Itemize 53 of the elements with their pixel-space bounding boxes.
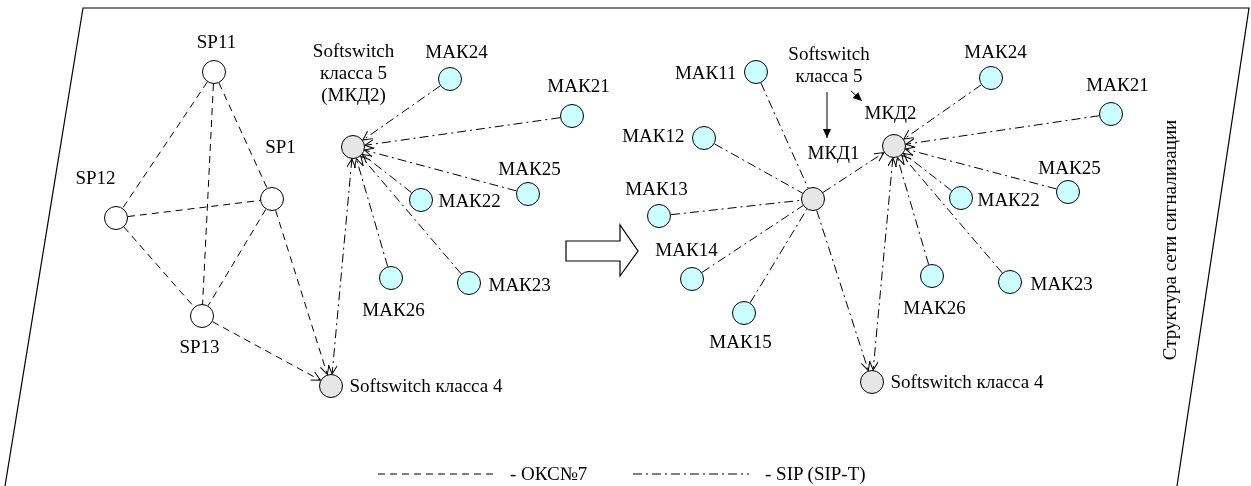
node-label: МАК21 (1086, 73, 1149, 96)
connector-line (903, 152, 952, 192)
vertical-caption: Структура сети сигнализации (1157, 119, 1181, 361)
connector-line (218, 82, 268, 189)
legend-text: - ОКС№7 (510, 462, 588, 486)
connector-line (816, 209, 871, 372)
node-label: МКД1 (807, 141, 860, 164)
legend-text: - SIP (SIP-T) (765, 462, 866, 486)
connector-line (905, 146, 1057, 190)
connector-line (354, 158, 389, 267)
node-label: МАК25 (1038, 156, 1101, 179)
node-label: МАК23 (488, 273, 551, 296)
node-label: Softswitch класса 4 (349, 374, 503, 397)
connector-line (127, 199, 261, 218)
node-label: МАК15 (709, 330, 772, 353)
connector-line (905, 115, 1100, 148)
node-label: МАК22 (438, 189, 501, 212)
node-label: МАК21 (547, 74, 610, 97)
node-label: Softswitch класса 5 (МКД2) (311, 39, 396, 106)
node-label: SP11 (196, 30, 237, 53)
connector-line (361, 153, 413, 194)
connector-line (364, 147, 517, 192)
connector-line (327, 158, 357, 375)
node-label: МАК11 (674, 61, 737, 84)
leader-arrow (823, 91, 831, 139)
node-label: SP13 (179, 335, 220, 358)
connector-line (275, 209, 330, 376)
node-label: МАК25 (498, 157, 561, 180)
node-label: МАК26 (903, 296, 966, 319)
connector-line (670, 199, 802, 216)
node-label: МАК14 (655, 238, 718, 261)
node-label: МАК24 (964, 40, 1027, 63)
node-label: SP12 (75, 166, 116, 189)
node-label: МАК26 (362, 298, 425, 321)
connector-line (202, 83, 214, 305)
leader-arrow (850, 90, 863, 102)
connector-line (901, 154, 1003, 274)
connector-line (868, 157, 898, 371)
connector-line (360, 155, 462, 275)
node-label: МАК12 (622, 124, 685, 147)
node-label: Softswitch класса 4 (890, 370, 1044, 393)
node-label: МКД2 (864, 101, 917, 124)
connector-line (364, 117, 561, 149)
node-label: МАК13 (625, 177, 688, 200)
node-label: МАК23 (1030, 272, 1093, 295)
connector-line (212, 321, 321, 381)
connector-line (362, 85, 441, 141)
connector-line (903, 84, 982, 140)
node-label: МАК24 (425, 40, 488, 63)
annotation-text: Softswitch класса 5 (774, 43, 884, 87)
connector-line (895, 157, 930, 265)
node-label: МАК22 (977, 188, 1040, 211)
node-label: SP1 (265, 135, 296, 158)
